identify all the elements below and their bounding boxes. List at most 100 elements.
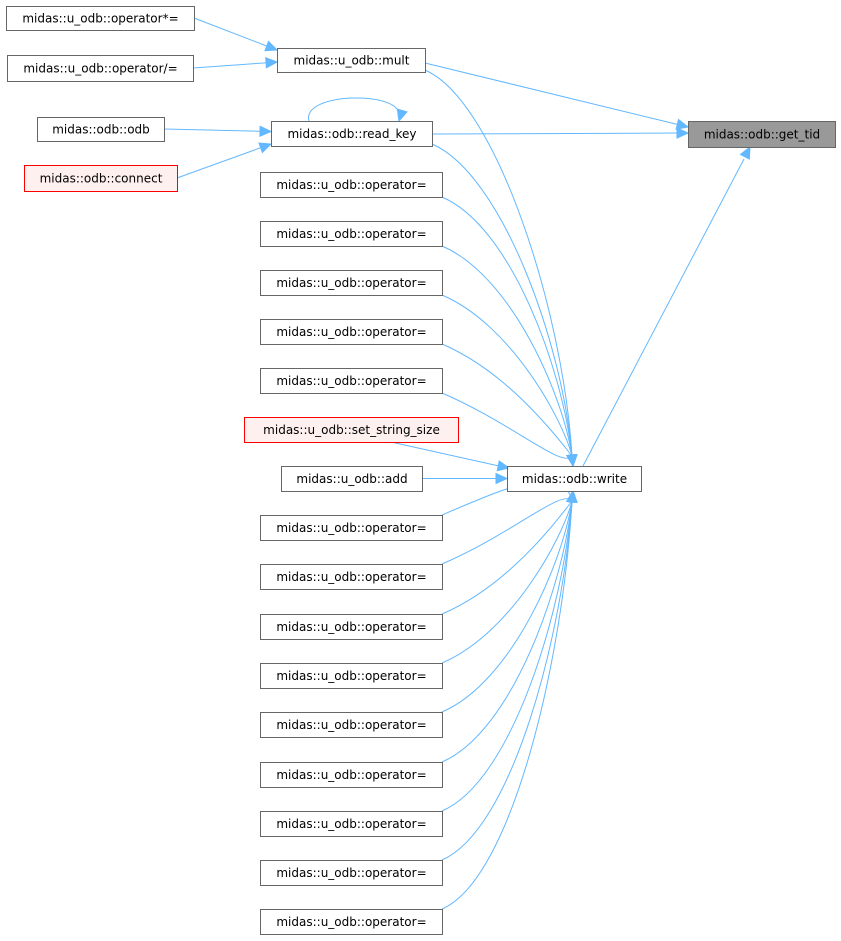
node-label: midas::u_odb::operator=	[276, 817, 426, 831]
node-op-eq-9[interactable]: midas::u_odb::operator=	[260, 663, 443, 689]
node-label: midas::u_odb::operator=	[276, 178, 426, 192]
node-label: midas::u_odb::operator=	[276, 374, 426, 388]
edge-op-eq-10-to-write	[441, 489, 578, 713]
node-op-eq-2[interactable]: midas::u_odb::operator=	[260, 221, 443, 247]
edge-odb-ctor-to-read-key	[163, 125, 273, 138]
node-box	[260, 515, 443, 541]
node-label: midas::u_odb::operator=	[276, 768, 426, 782]
node-label: midas::u_odb::operator/=	[23, 62, 177, 76]
node-box	[37, 117, 165, 142]
edge-arrowhead	[496, 460, 511, 472]
edge-op-eq-7-to-write	[441, 489, 578, 565]
node-label: midas::u_odb::operator=	[276, 325, 426, 339]
node-op-eq-8[interactable]: midas::u_odb::operator=	[260, 614, 443, 640]
node-get-tid[interactable]: midas::odb::get_tid	[688, 121, 836, 148]
edge-line	[441, 245, 573, 457]
node-op-eq-6[interactable]: midas::u_odb::operator=	[260, 515, 443, 541]
edge-line	[441, 500, 573, 910]
node-op-eq-1[interactable]: midas::u_odb::operator=	[260, 172, 443, 198]
node-set-string-size[interactable]: midas::u_odb::set_string_size	[244, 417, 459, 443]
node-box	[277, 48, 426, 73]
edge-line	[193, 17, 268, 47]
node-box	[260, 663, 443, 689]
edge-line	[582, 158, 745, 467]
node-label: midas::u_odb::operator=	[276, 915, 426, 929]
node-label: midas::u_odb::operator=	[276, 276, 426, 290]
edge-set-string-size-to-write	[390, 441, 511, 472]
node-label: midas::odb::odb	[52, 123, 150, 137]
node-box	[260, 564, 443, 590]
edge-line	[424, 62, 679, 126]
node-op-eq-7[interactable]: midas::u_odb::operator=	[260, 564, 443, 590]
edge-read-key-to-read-key	[308, 97, 408, 123]
node-label: midas::u_odb::operator=	[276, 669, 426, 683]
edge-line	[308, 97, 399, 122]
node-label: midas::u_odb::mult	[294, 54, 410, 68]
edge-line	[431, 132, 679, 135]
call-graph-edges	[163, 17, 751, 910]
node-box	[260, 614, 443, 640]
node-box	[24, 165, 178, 192]
node-op-div-assign[interactable]: midas::u_odb::operator/=	[7, 55, 194, 82]
edge-arrowhead	[675, 118, 690, 130]
node-label: midas::u_odb::operator=	[276, 866, 426, 880]
node-box	[260, 762, 443, 788]
node-connect[interactable]: midas::odb::connect	[24, 165, 178, 192]
edge-line	[441, 500, 573, 812]
edge-line	[431, 143, 573, 457]
node-op-eq-10[interactable]: midas::u_odb::operator=	[260, 712, 443, 738]
edge-line	[441, 196, 573, 457]
edge-line	[192, 62, 268, 69]
edge-arrowhead	[495, 472, 509, 485]
node-label: midas::u_odb::add	[296, 472, 407, 486]
edge-op-mul-assign-to-mult	[193, 17, 279, 52]
node-op-eq-14[interactable]: midas::u_odb::operator=	[260, 909, 443, 935]
node-op-eq-12[interactable]: midas::u_odb::operator=	[260, 811, 443, 837]
edge-line	[441, 500, 573, 861]
node-box	[260, 368, 443, 394]
edge-arrowhead	[258, 142, 273, 154]
node-box	[260, 712, 443, 738]
edge-line	[441, 498, 573, 565]
edge-connect-to-read-key	[176, 142, 273, 179]
edge-mult-to-get-tid	[424, 62, 690, 130]
call-graph-nodes: midas::odb::get_tidmidas::u_odb::multmid…	[6, 6, 836, 935]
edge-line	[441, 500, 573, 615]
edge-line	[163, 128, 262, 132]
edge-arrowhead	[265, 57, 279, 69]
node-read-key[interactable]: midas::odb::read_key	[271, 121, 433, 147]
node-op-eq-5[interactable]: midas::u_odb::operator=	[260, 368, 443, 394]
node-label: midas::u_odb::operator=	[276, 521, 426, 535]
node-box	[260, 221, 443, 247]
node-label: midas::u_odb::set_string_size	[263, 423, 440, 437]
edge-op-eq-14-to-write	[441, 489, 578, 910]
node-add[interactable]: midas::u_odb::add	[281, 466, 423, 492]
node-op-eq-3[interactable]: midas::u_odb::operator=	[260, 270, 443, 296]
edge-arrowhead	[264, 40, 279, 52]
edge-op-eq-13-to-write	[441, 489, 578, 861]
node-box	[260, 172, 443, 198]
edge-op-div-assign-to-mult	[192, 57, 279, 69]
node-op-mul-assign[interactable]: midas::u_odb::operator*=	[6, 6, 195, 31]
node-box	[260, 909, 443, 935]
node-op-eq-13[interactable]: midas::u_odb::operator=	[260, 860, 443, 886]
edge-line	[441, 392, 573, 459]
node-label: midas::odb::connect	[40, 172, 163, 186]
node-odb-ctor[interactable]: midas::odb::odb	[37, 117, 165, 142]
node-box	[260, 811, 443, 837]
edge-op-eq-4-to-write	[441, 343, 578, 468]
node-op-eq-11[interactable]: midas::u_odb::operator=	[260, 762, 443, 788]
node-label: midas::odb::write	[522, 472, 627, 486]
edge-line	[441, 500, 573, 763]
node-op-eq-4[interactable]: midas::u_odb::operator=	[260, 319, 443, 345]
node-write[interactable]: midas::odb::write	[507, 466, 642, 492]
edge-arrowhead	[396, 108, 408, 123]
edge-line	[390, 441, 500, 467]
node-mult[interactable]: midas::u_odb::mult	[277, 48, 426, 73]
edge-arrowhead	[739, 145, 751, 160]
node-box	[6, 6, 195, 31]
edge-mult-to-write	[424, 69, 578, 468]
node-box	[260, 860, 443, 886]
node-label: midas::u_odb::operator=	[276, 620, 426, 634]
